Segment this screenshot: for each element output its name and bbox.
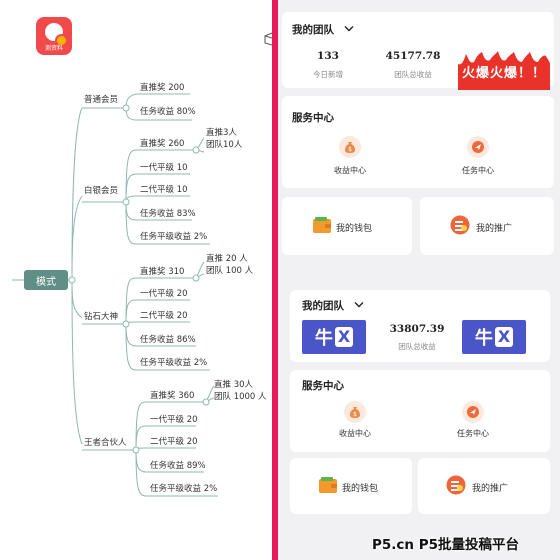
mindmap-root: 模式 [24,270,68,290]
branch-item: 任务平级收益 2% [140,232,208,242]
branch-item: 直推奖 260 [140,139,185,149]
service-income-center-2[interactable]: 收益中心 [339,429,371,438]
branch-note: 直推 20 人 [206,254,248,264]
logo-label: 测资料 [44,45,63,52]
service-task-center-2[interactable]: 任务中心 [457,429,489,438]
cube-icon [264,32,272,46]
branch-item: 二代平级 20 [140,311,188,321]
niu-char: 牛 [474,328,493,349]
promo-tile-2[interactable] [418,458,550,514]
branch-item: 任务收益 89% [150,461,206,471]
svg-text:$: $ [348,146,352,153]
branch-item: 一代平级 10 [140,163,188,173]
svg-text:$: $ [353,411,357,418]
branch-item: 任务平级收益 2% [150,484,218,494]
today-new-label: 今日新增 [313,70,343,79]
hot-banner-text: 火爆火爆！！ [461,66,546,81]
wallet-icon[interactable] [312,216,332,234]
money-bag-icon[interactable]: $ [339,136,361,158]
team-title[interactable]: 我的团队 [292,24,334,36]
team-title-2[interactable]: 我的团队 [302,300,344,312]
task-icon[interactable] [467,136,489,158]
promotion-icon[interactable] [446,475,466,495]
branch-item: 直推奖 310 [140,267,185,277]
branch-item: 任务收益 83% [140,209,196,219]
wallet-tile-2[interactable] [290,458,412,514]
watermark: P5.cn P5批量投稿平台 [372,537,520,553]
service-income-center[interactable]: 收益中心 [334,166,366,175]
branch-regular-member: 普通会员 [84,95,119,105]
branch-silver-member: 白银会员 [84,186,119,196]
chevron-down-icon[interactable] [344,25,354,33]
branch-item: 直推奖 200 [140,83,185,93]
app-logo: 测资料 [36,17,72,55]
team-income-label: 团队总收益 [394,70,432,79]
branch-note: 直推 30人 [214,380,254,390]
branch-note: 团队 100 人 [206,266,254,276]
service-task-center[interactable]: 任务中心 [462,166,494,175]
tile-wallet-label-2[interactable]: 我的钱包 [342,484,379,494]
branch-note: 团队 1000 人 [214,392,267,402]
promo-tile-1[interactable] [420,197,554,255]
service-title-2: 服务中心 [302,380,344,392]
niu-char: 牛 [314,328,333,349]
branch-item: 任务平级收益 2% [140,358,208,368]
tile-promotion-label[interactable]: 我的推广 [476,224,513,234]
branch-item: 任务收益 86% [140,335,196,345]
team-income-label-2: 团队总收益 [398,342,436,351]
logo-dot [55,34,68,47]
team-income-value: 45177.78 [385,50,441,62]
tile-promotion-label-2[interactable]: 我的推广 [472,484,509,494]
niu-x: X [334,327,354,347]
service-title: 服务中心 [292,112,334,124]
service-card-1 [282,96,554,188]
branch-item: 直推奖 360 [150,391,195,401]
team-income-value-2: 33807.39 [389,323,445,335]
branch-note: 团队10人 [206,140,243,150]
tile-wallet-label[interactable]: 我的钱包 [336,224,373,234]
money-bag-icon[interactable]: $ [344,401,366,423]
task-icon[interactable] [462,401,484,423]
branch-king-partner: 王者合伙人 [84,438,127,448]
niu-x: X [494,327,514,347]
mindmap-connectors [12,93,218,497]
service-card-2 [290,370,550,452]
branch-note: 直推3人 [206,128,237,138]
promotion-icon[interactable] [450,215,470,235]
wallet-icon[interactable] [318,476,338,494]
branch-item: 一代平级 20 [140,289,188,299]
branch-diamond: 钻石大神 [84,312,119,322]
hot-banner: 火爆火爆！！ [456,50,552,92]
branch-item: 一代平级 20 [150,415,198,425]
wallet-tile-1[interactable] [282,197,412,255]
branch-item: 二代平级 20 [150,437,198,447]
chevron-down-icon[interactable] [354,301,364,309]
mindmap-panel: 测资料 [0,0,272,560]
app-screens-panel: 我的团队 133 今日新增 45177.78 团队总收益 服务中心 $ 收益中心… [278,0,560,560]
today-new-value: 133 [317,50,339,62]
panel-divider [272,0,278,560]
branch-item: 任务收益 80% [140,107,196,117]
branch-item: 二代平级 10 [140,185,188,195]
